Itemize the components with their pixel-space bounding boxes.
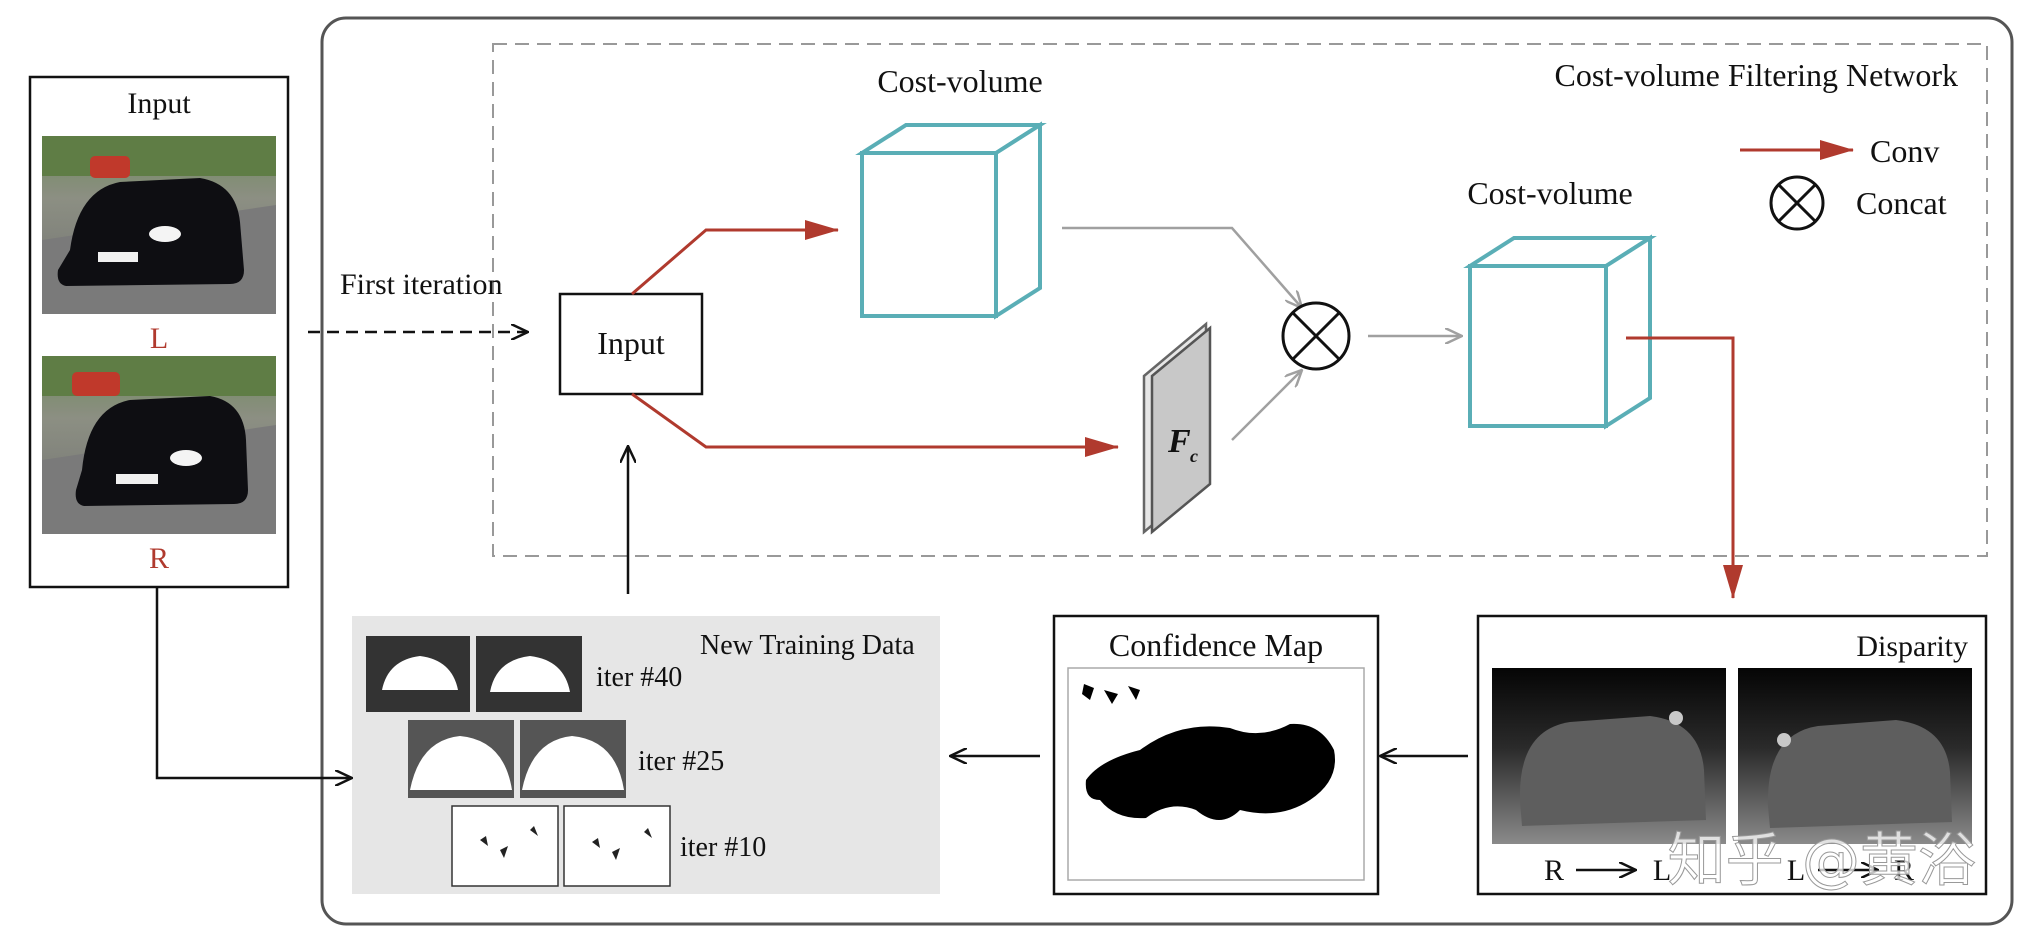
left-image-label: L <box>150 322 168 355</box>
input-box-label: Input <box>597 325 665 361</box>
concat-icon <box>1769 175 1825 231</box>
confidence-specks <box>1082 684 1140 704</box>
disparity-right-from: L <box>1787 854 1805 887</box>
disparity-left-to: L <box>1653 854 1671 887</box>
feature-label-main: F <box>1167 423 1191 460</box>
cost-volume-cube-1 <box>855 121 1047 320</box>
left-stereo-image <box>42 136 276 314</box>
right-image-label: R <box>149 542 169 575</box>
training-iter-40-label: iter #40 <box>596 662 682 693</box>
legend-concat-label: Concat <box>1856 185 1947 221</box>
confidence-mask <box>1085 723 1335 820</box>
input-panel: Input L R <box>28 75 290 589</box>
confidence-title: Confidence Map <box>1109 627 1323 663</box>
confidence-panel: Confidence Map <box>1052 614 1380 896</box>
cost-volume-1-label: Cost-volume <box>877 63 1042 99</box>
input-panel-title: Input <box>127 87 191 120</box>
disparity-right-to: R <box>1894 854 1914 887</box>
training-title: New Training Data <box>700 630 915 661</box>
input-box <box>558 292 704 396</box>
disparity-map-right <box>1738 668 1972 844</box>
gray-arrow-feature-to-concat <box>1231 370 1302 441</box>
feature-label-sub: c <box>1190 446 1198 466</box>
training-panel: New Training Data iter #40 iter #25 iter… <box>352 616 940 894</box>
training-row-25 <box>408 720 626 798</box>
disparity-title: Disparity <box>1856 630 1968 663</box>
legend: Conv Concat <box>1740 133 1947 231</box>
network-title: Cost-volume Filtering Network <box>1554 57 1958 93</box>
training-row-10 <box>451 805 671 887</box>
disparity-panel: Disparity R L L R <box>1476 614 1988 896</box>
conv-arrow-to-feature <box>631 392 1119 457</box>
legend-conv-label: Conv <box>1870 133 1939 169</box>
training-row-40 <box>366 636 582 712</box>
main-frame <box>320 16 2014 926</box>
training-iter-10-label: iter #10 <box>680 832 766 863</box>
gray-arrow-cost-to-concat <box>1062 226 1302 308</box>
cost-volume-cube-2 <box>1463 234 1657 430</box>
feature-slab <box>1142 321 1212 535</box>
concat-node <box>1281 301 1351 371</box>
conv-arrow-to-disparity <box>1626 336 1743 599</box>
network-dashed-box <box>492 43 1988 557</box>
right-stereo-image <box>42 356 276 534</box>
arrow-input-to-training <box>155 588 352 778</box>
disparity-map-left <box>1492 668 1726 844</box>
watermark: 知乎 @黄浴 <box>1668 826 1976 894</box>
conv-arrow-to-cost-volume <box>631 220 839 296</box>
training-iter-25-label: iter #25 <box>638 746 724 777</box>
first-iteration-label: First iteration <box>340 268 502 301</box>
disparity-left-from: R <box>1544 854 1564 887</box>
cost-volume-2-label: Cost-volume <box>1467 175 1632 211</box>
